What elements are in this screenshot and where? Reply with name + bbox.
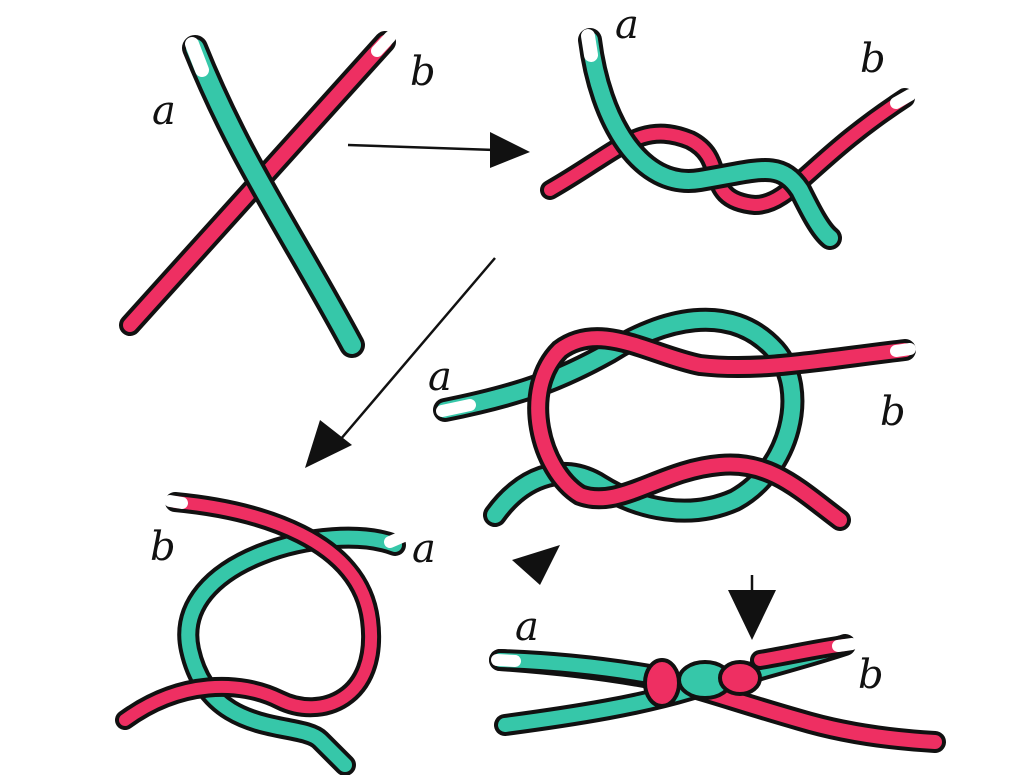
step-4-interlocked-loops: a b bbox=[428, 320, 910, 520]
rope-a-tail bbox=[497, 660, 655, 676]
rope-a-label: a bbox=[615, 2, 639, 48]
rope-a-segment bbox=[588, 36, 830, 238]
rope-a-label: a bbox=[515, 604, 539, 650]
rope-b-label: b bbox=[860, 36, 886, 82]
arrow-step1-to-step2 bbox=[348, 132, 530, 168]
rope-b-label: b bbox=[858, 652, 884, 698]
rope-b-label: b bbox=[410, 49, 436, 95]
arrow-step4-to-step5-left bbox=[512, 545, 560, 585]
step-1-crossed-ropes: a b bbox=[130, 37, 436, 345]
arrow-step4-to-step5-right bbox=[728, 575, 776, 640]
step-3-loop: b a bbox=[125, 501, 436, 765]
rope-b-label: b bbox=[880, 389, 906, 435]
rope-a-label: a bbox=[428, 354, 452, 400]
rope-a-label: a bbox=[412, 526, 436, 572]
step-5-finished-knot: a b bbox=[497, 604, 935, 742]
step-2-first-twist: a b bbox=[550, 2, 910, 238]
rope-a-label: a bbox=[152, 88, 176, 134]
rope-b-label: b bbox=[150, 524, 176, 570]
